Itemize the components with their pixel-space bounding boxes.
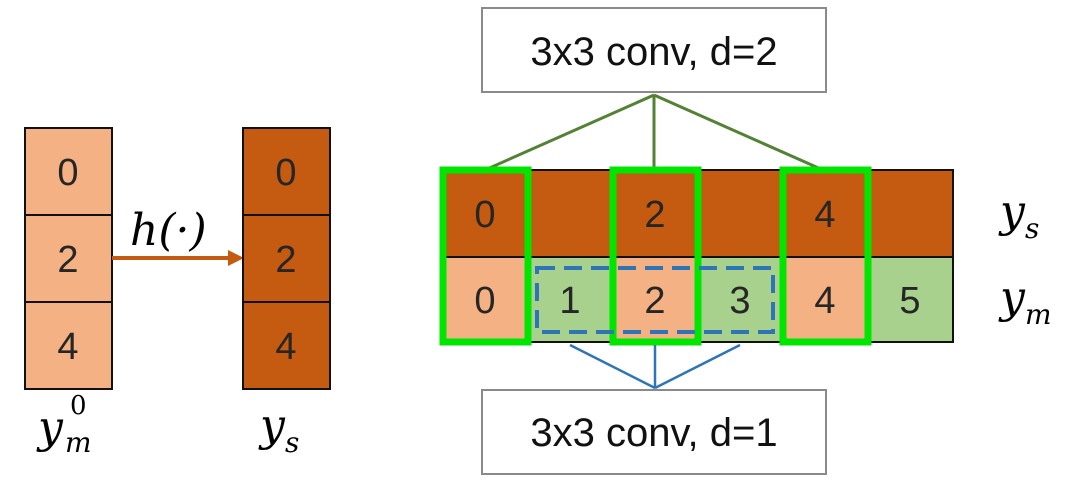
ym-row: 0 1 2 3 4 5 (442, 256, 954, 343)
ys-cell (242, 301, 331, 390)
ym-row-cell (867, 256, 954, 343)
ym0-cell (24, 127, 113, 216)
ym0-cell-value: 0 (57, 152, 78, 194)
ym-row-label: y m (998, 272, 1052, 331)
ym-row-value: 0 (474, 280, 495, 322)
ys-row-cell (527, 169, 614, 258)
bottom-connector-lines (569, 343, 741, 390)
ys-row: 0 2 4 (442, 169, 954, 258)
ym0-label-base: y (36, 402, 64, 453)
highlight-frame (439, 166, 532, 346)
ym0-label: y 0 m (36, 391, 92, 459)
ys-row-value: 0 (474, 194, 495, 236)
ym-row-cell (612, 256, 699, 343)
dilation1-dashed-box (535, 266, 775, 334)
ys-row-value: 2 (644, 194, 665, 236)
ym0-label-sup: 0 (70, 391, 87, 421)
highlight-frame (609, 166, 702, 346)
arrow-label: h(·) (130, 205, 207, 256)
ys-row-value: 4 (814, 194, 835, 236)
ym-row-label-sub: m (1025, 298, 1052, 331)
dilation2-highlights (439, 166, 872, 346)
ym-row-label-base: y (998, 272, 1026, 323)
ys-label-base: y (258, 400, 286, 451)
ys-label-sub: s (285, 426, 299, 459)
ys-cell-value: 2 (275, 239, 296, 281)
ym-row-cell (442, 256, 529, 343)
ym0-label-sub: m (65, 426, 92, 459)
ys-column: 0 2 4 (242, 127, 331, 390)
ym0-column: 0 2 4 (24, 127, 113, 390)
ys-cell-value: 0 (275, 152, 296, 194)
ys-cell (242, 214, 331, 303)
arrow-head-icon (228, 250, 244, 266)
ym0-cell (24, 301, 113, 390)
top-conv-label: 3x3 conv, d=2 (530, 30, 777, 74)
ym0-cell-value: 2 (57, 239, 78, 281)
ym0-cell-value: 4 (57, 326, 78, 368)
ym-row-cell (697, 256, 784, 343)
ys-row-cell (867, 169, 954, 258)
top-connector-lines (484, 93, 824, 172)
ym-row-value: 5 (899, 280, 920, 322)
ys-row-label-base: y (998, 186, 1026, 237)
ys-cell-value: 4 (275, 326, 296, 368)
ys-label-left: y s (258, 400, 299, 459)
bottom-conv-box: 3x3 conv, d=1 (481, 389, 827, 475)
highlight-frame (779, 166, 872, 346)
ys-row-label: y s (998, 186, 1039, 245)
ym0-cell (24, 214, 113, 303)
bottom-conv-label: 3x3 conv, d=1 (530, 411, 777, 455)
ym-row-value: 2 (644, 280, 665, 322)
ys-row-cell (782, 169, 869, 258)
ym-row-value: 4 (814, 280, 835, 322)
ys-row-label-sub: s (1025, 212, 1039, 245)
ym-row-value: 1 (559, 280, 580, 322)
ym-row-value: 3 (729, 280, 750, 322)
transform-arrow: h(·) (112, 205, 244, 266)
ys-row-cell (697, 169, 784, 258)
top-conv-box: 3x3 conv, d=2 (481, 7, 827, 93)
